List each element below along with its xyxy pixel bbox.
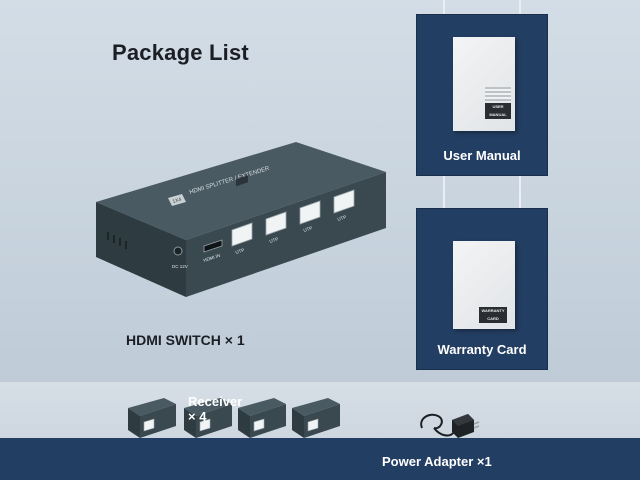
- receiver-unit: [288, 394, 342, 440]
- svg-text:UTP: UTP: [337, 214, 347, 222]
- receiver-unit: [124, 394, 178, 440]
- hanger-string: [443, 0, 445, 14]
- svg-text:DC 12V: DC 12V: [172, 264, 188, 269]
- warranty-card-panel: WARRANTY CARD Warranty Card: [416, 208, 548, 370]
- sheet-tag: WARRANTY CARD: [479, 307, 507, 323]
- warranty-card-label: Warranty Card: [437, 342, 527, 357]
- caption-bar: [0, 438, 640, 480]
- sheet-tag: USER MANUAL: [485, 103, 511, 119]
- user-manual-sheet: USER MANUAL: [453, 37, 515, 131]
- svg-text:UTP: UTP: [235, 247, 245, 255]
- device-badge: 1X4: [172, 197, 182, 205]
- hanger-string: [519, 176, 521, 208]
- warranty-card-sheet: WARRANTY CARD: [453, 241, 515, 329]
- receiver-unit: [180, 394, 234, 440]
- switch-label: HDMI SWITCH × 1: [126, 332, 245, 348]
- hanger-string: [443, 176, 445, 208]
- user-manual-label: User Manual: [443, 148, 521, 163]
- hanger-string: [519, 0, 521, 14]
- hdmi-splitter-device: 1X4 HDMI SPLITTER / EXTENDER DC 12V HDMI…: [86, 132, 396, 302]
- svg-text:UTP: UTP: [269, 236, 279, 244]
- receiver-unit: [234, 394, 288, 440]
- svg-text:UTP: UTP: [303, 225, 313, 233]
- receiver-label: Receiver × 4: [188, 394, 243, 424]
- power-adapter-icon: [416, 398, 480, 442]
- svg-text:HDMI IN: HDMI IN: [203, 253, 221, 263]
- user-manual-panel: USER MANUAL User Manual: [416, 14, 548, 176]
- power-adapter-label: Power Adapter ×1: [382, 454, 492, 469]
- page-title: Package List: [112, 40, 249, 65]
